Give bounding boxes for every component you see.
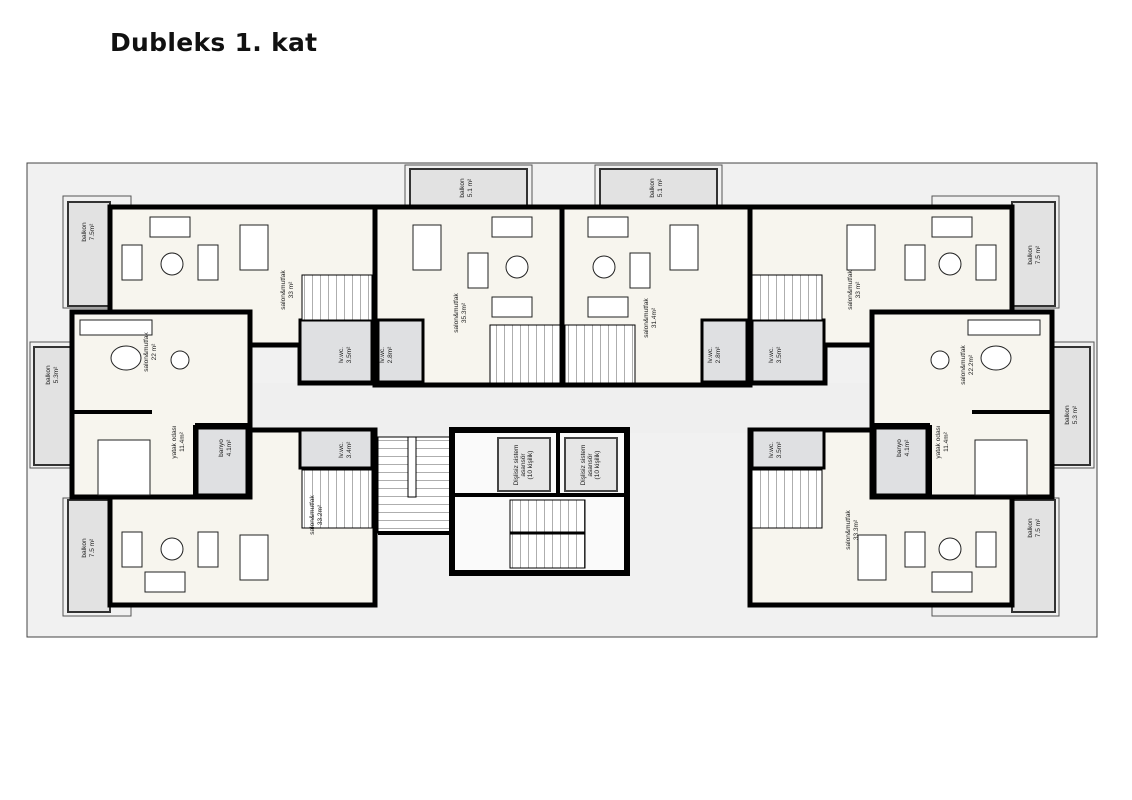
room-label-d-wc: lv.wc.2.8m² xyxy=(379,346,394,363)
balcony-label-left-mid: balkon5.3m² xyxy=(45,365,60,385)
room-label-e-salon: salon&mutfak31.4m² xyxy=(643,298,658,338)
balcony-label-top-right: balkon5.1 m² xyxy=(649,178,664,198)
stairs-e xyxy=(564,324,636,384)
wc-f xyxy=(750,318,826,384)
wc-h xyxy=(750,428,826,470)
stairs-a xyxy=(301,274,373,321)
svg-text:balkon5.1 m²: balkon5.1 m² xyxy=(649,178,664,198)
stairs-h xyxy=(751,469,823,529)
room-label-g-bed: yatak odası11.4m² xyxy=(935,425,950,458)
elevator-label-2: Dişlisiz sistemasansör(10 kişilik) xyxy=(580,445,601,486)
room-label-a-wc: lv.wc.3.5m² xyxy=(338,346,353,363)
room-label-c-salon: salon&mutfak33.2m² xyxy=(309,495,324,535)
room-labels: salon&mutfak33 m² lv.wc.3.5m² salon&mutf… xyxy=(143,270,975,550)
svg-text:balkon5.1 m²: balkon5.1 m² xyxy=(459,178,474,198)
room-label-g-salon: salon&mutfak22.2m² xyxy=(960,345,975,385)
balcony-right-mid xyxy=(1047,341,1095,469)
svg-text:balkon7.5 m²: balkon7.5 m² xyxy=(1027,245,1042,265)
stairs-f xyxy=(751,274,823,321)
svg-text:balkon7.5m²: balkon7.5m² xyxy=(81,222,96,242)
balcony-label-top-left: balkon5.1 m² xyxy=(459,178,474,198)
room-label-b-bath: banyo4.1m² xyxy=(218,439,233,457)
balcony-label-right-mid: balkon5.3 m² xyxy=(1064,405,1079,425)
balcony-label-left-top: balkon7.5m² xyxy=(81,222,96,242)
room-label-c-wc: lv.wc.3.4m² xyxy=(338,441,353,458)
stairs-c xyxy=(301,469,373,529)
room-label-h-salon: salon&mutfak33.3m² xyxy=(845,510,860,550)
bath-g xyxy=(873,426,929,497)
wc-e xyxy=(700,318,749,384)
elevator-1 xyxy=(497,437,551,492)
elevator-label-1: Dişlisiz sistemasansör(10 kişilik) xyxy=(513,445,534,486)
room-label-b-salon: salon&mutfak22 m² xyxy=(143,332,158,372)
bath-b xyxy=(195,426,249,497)
room-label-a-salon: salon&mutfak33 m² xyxy=(280,270,295,310)
balcony-left-mid xyxy=(29,341,76,469)
furniture xyxy=(79,216,1041,593)
svg-text:balkon7.5 m²: balkon7.5 m² xyxy=(81,538,96,558)
room-label-f-wc: lv.wc.3.5m² xyxy=(768,346,783,363)
balcony-label-right-bottom: balkon7.5 m² xyxy=(1027,518,1042,538)
balcony-left-top xyxy=(62,195,132,309)
balcony-label-left-bottom: balkon7.5 m² xyxy=(81,538,96,558)
room-label-e-wc: lv.wc.2.8m² xyxy=(707,346,722,363)
balcony-top-right xyxy=(594,164,723,210)
elevator-2 xyxy=(564,437,618,492)
room-label-f-salon: salon&mutfak33 m² xyxy=(847,270,862,310)
wc-a xyxy=(298,318,374,384)
corridor xyxy=(250,383,872,433)
room-label-d-salon: salon&mutfak35.3m² xyxy=(453,293,468,333)
wc-d xyxy=(376,318,425,384)
stairs-d xyxy=(489,324,561,384)
balcony-label-right-top: balkon7.5 m² xyxy=(1027,245,1042,265)
wc-c xyxy=(298,428,374,470)
svg-text:balkon5.3 m²: balkon5.3 m² xyxy=(1064,405,1079,425)
room-label-b-bed: yatak odası11.4m² xyxy=(171,425,186,458)
page-title: Dubleks 1. kat xyxy=(110,28,318,57)
room-label-g-bath: banyo4.1m² xyxy=(896,439,911,457)
svg-text:balkon7.5 m²: balkon7.5 m² xyxy=(1027,518,1042,538)
svg-text:balkon5.3m²: balkon5.3m² xyxy=(45,365,60,385)
room-label-h-wc: lv.wc.3.5m² xyxy=(768,441,783,458)
